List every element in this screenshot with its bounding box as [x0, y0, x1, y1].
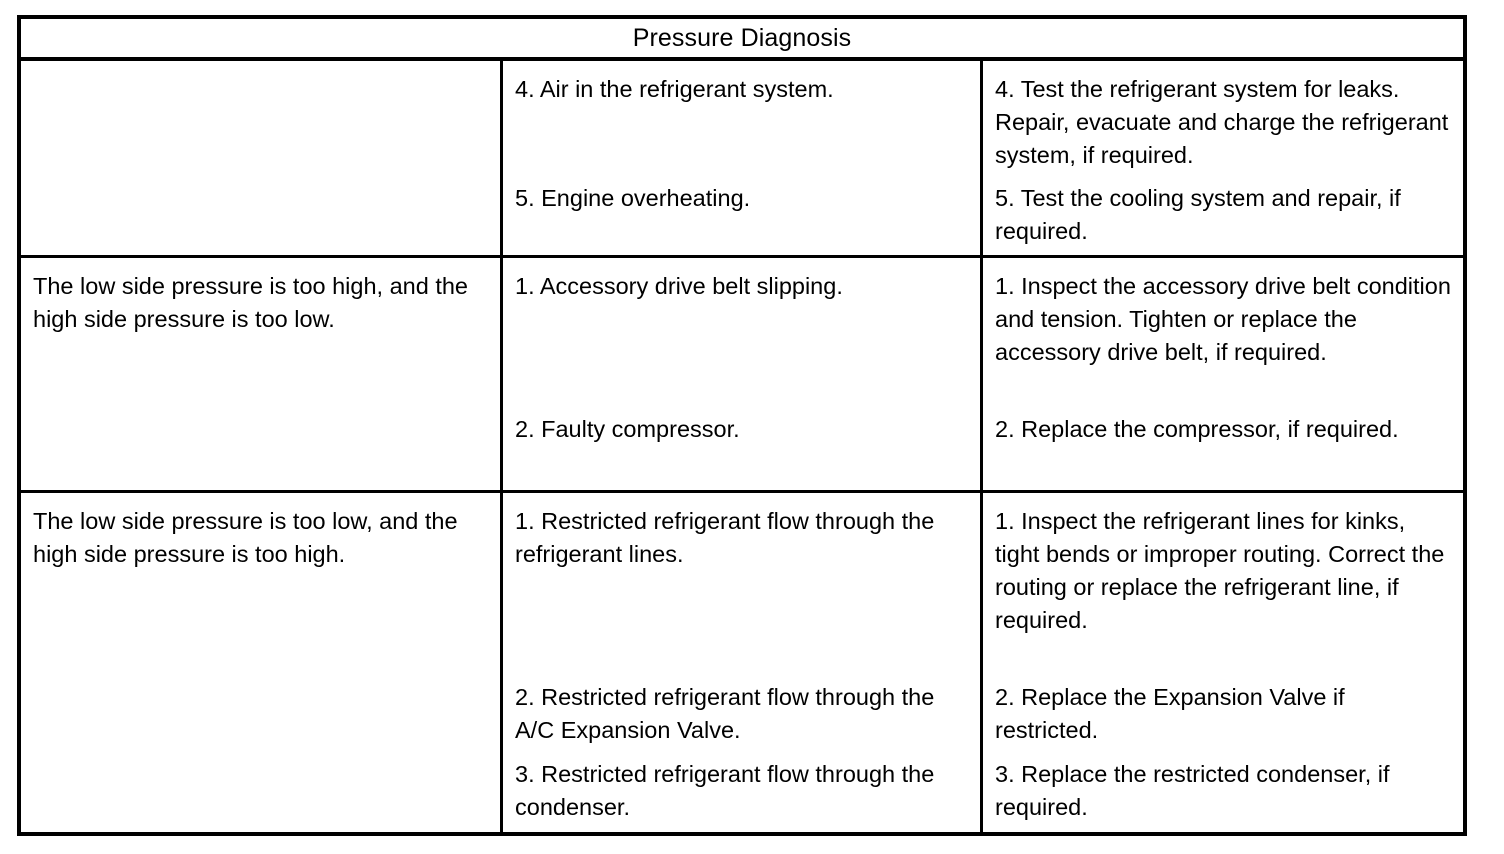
condition-text: The low side pressure is too high, and t… [33, 273, 469, 332]
list-item: 2. Replace the compressor, if required. [995, 416, 1399, 442]
cause-list: 4. Air in the refrigerant system. 5. Eng… [515, 73, 968, 245]
action-cell: 1. Inspect the refrigerant lines for kin… [983, 493, 1463, 833]
list-item: 1. Accessory drive belt slipping. [515, 273, 843, 299]
list-item: 1. Inspect the accessory drive belt cond… [995, 273, 1451, 365]
list-item: 3. Restricted refrigerant flow through t… [515, 761, 935, 820]
list-item: 5. Engine overheating. [515, 185, 751, 211]
pressure-diagnosis-table: Pressure Diagnosis 4. Air in the refrige… [17, 15, 1467, 836]
action-list: 1. Inspect the refrigerant lines for kin… [995, 505, 1451, 823]
cause-list: 1. Restricted refrigerant flow through t… [515, 505, 968, 823]
possible-cause-cell: 4. Air in the refrigerant system. 5. Eng… [503, 61, 983, 255]
table-title: Pressure Diagnosis [632, 23, 852, 52]
list-item: 4. Test the refrigerant system for leaks… [995, 76, 1449, 168]
condition-text: The low side pressure is too low, and th… [33, 508, 458, 567]
table-title-row: Pressure Diagnosis [21, 19, 1463, 61]
possible-cause-cell: 1. Accessory drive belt slipping. 2. Fau… [503, 258, 983, 490]
table-body: 4. Air in the refrigerant system. 5. Eng… [21, 61, 1463, 833]
table-row: The low side pressure is too high, and t… [21, 258, 1463, 493]
table-row: 4. Air in the refrigerant system. 5. Eng… [21, 61, 1463, 258]
action-list: 1. Inspect the accessory drive belt cond… [995, 270, 1451, 480]
list-item: 5. Test the cooling system and repair, i… [995, 185, 1401, 244]
list-item: 1. Inspect the refrigerant lines for kin… [995, 508, 1445, 633]
list-item: 4. Air in the refrigerant system. [515, 76, 834, 102]
list-item: 2. Faulty compressor. [515, 416, 740, 442]
list-item: 2. Restricted refrigerant flow through t… [515, 684, 935, 743]
possible-cause-cell: 1. Restricted refrigerant flow through t… [503, 493, 983, 833]
list-item: 3. Replace the restricted condenser, if … [995, 761, 1390, 820]
condition-cell: The low side pressure is too low, and th… [21, 493, 503, 833]
table-row: The low side pressure is too low, and th… [21, 493, 1463, 833]
action-list: 4. Test the refrigerant system for leaks… [995, 73, 1451, 245]
condition-cell: The low side pressure is too high, and t… [21, 258, 503, 490]
condition-cell [21, 61, 503, 255]
action-cell: 4. Test the refrigerant system for leaks… [983, 61, 1463, 255]
action-cell: 1. Inspect the accessory drive belt cond… [983, 258, 1463, 490]
list-item: 1. Restricted refrigerant flow through t… [515, 508, 935, 567]
list-item: 2. Replace the Expansion Valve if restri… [995, 684, 1345, 743]
cause-list: 1. Accessory drive belt slipping. 2. Fau… [515, 270, 968, 480]
